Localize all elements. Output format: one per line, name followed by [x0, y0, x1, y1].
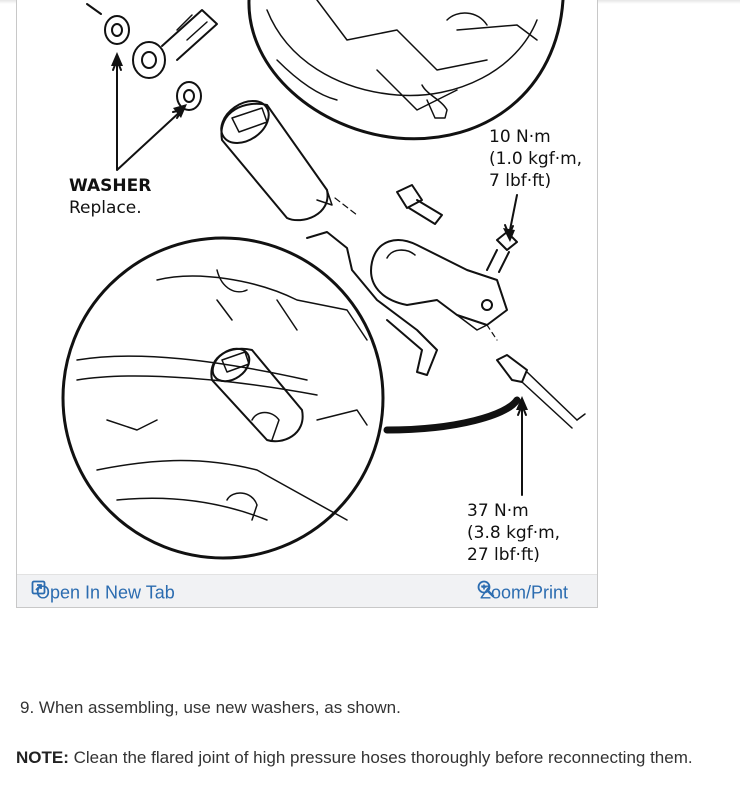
- arrowheads: [111, 52, 528, 410]
- mount-bolts: [396, 184, 518, 273]
- note-label: NOTE:: [16, 748, 69, 767]
- technical-diagram: [61, 0, 586, 560]
- figure-toolbar: Open In New Tab Zoom/Print: [17, 574, 597, 607]
- torque-label-bottom: 37 N·m (3.8 kgf·m, 27 lbf·ft): [467, 500, 560, 566]
- washer-label: WASHER Replace.: [69, 175, 151, 219]
- torque-label-top: 10 N·m (1.0 kgf·m, 7 lbf·ft): [489, 126, 582, 192]
- hose-fitting: [383, 354, 586, 434]
- upper-detail-circle: [247, 0, 565, 141]
- torque-bottom-line-1: 37 N·m: [467, 501, 529, 521]
- step-instruction: 9. When assembling, use new washers, as …: [20, 698, 401, 717]
- open-in-new-tab-link[interactable]: Open In New Tab: [31, 580, 175, 603]
- figure-frame: WASHER Replace. 10 N·m (1.0 kgf·m, 7 lbf…: [16, 0, 598, 608]
- washer-note: Replace.: [69, 198, 142, 218]
- lower-detail-circle: [61, 236, 385, 560]
- pressure-switch: [220, 100, 358, 222]
- washers-and-bolt: [86, 3, 218, 111]
- washer-title: WASHER: [69, 176, 152, 196]
- torque-top-line-2: (1.0 kgf·m,: [489, 149, 583, 169]
- torque-bottom-line-2: (3.8 kgf·m,: [467, 523, 561, 543]
- torque-bottom-line-3: 27 lbf·ft): [467, 545, 540, 565]
- note-body: Clean the flared joint of high pressure …: [68, 748, 693, 767]
- torque-top-line-3: 7 lbf·ft): [489, 171, 552, 191]
- bracket: [306, 231, 508, 376]
- note-paragraph: NOTE: Clean the flared joint of high pre…: [16, 748, 693, 768]
- zoom-print-label: Zoom/Print: [480, 582, 569, 603]
- open-in-new-tab-label: Open In New Tab: [36, 582, 175, 603]
- torque-top-line-1: 10 N·m: [489, 127, 551, 147]
- zoom-print-link[interactable]: Zoom/Print: [477, 580, 568, 603]
